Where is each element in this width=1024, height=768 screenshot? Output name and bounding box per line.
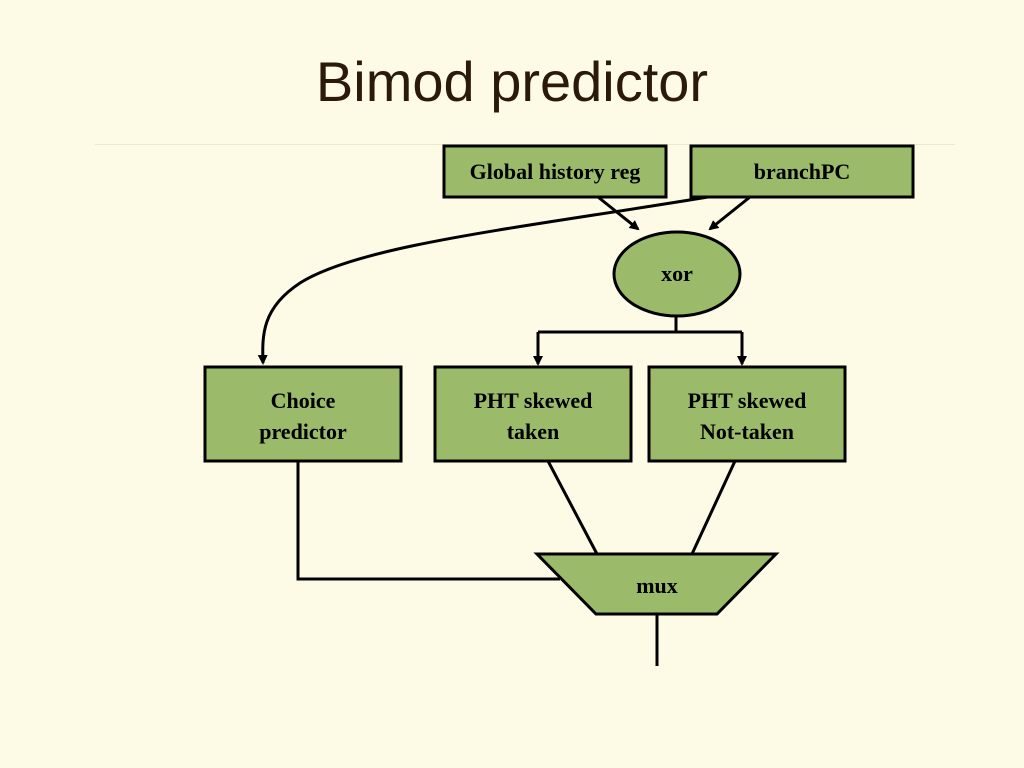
connections xyxy=(257,195,751,666)
choice-predictor-label-line1: Choice xyxy=(271,388,336,413)
choice-to-mux-select-wire xyxy=(296,461,560,581)
xor-node: xor xyxy=(612,230,742,318)
pht-not-taken-to-mux-wire xyxy=(690,460,737,555)
pht-skewed-taken-box: PHT skewed taken xyxy=(433,365,633,463)
slide-title: Bimod predictor xyxy=(315,50,709,113)
global-history-reg-box: Global history reg xyxy=(442,144,668,199)
pht-taken-label-line1: PHT skewed xyxy=(474,388,593,413)
global-history-reg-label: Global history reg xyxy=(470,159,641,184)
branch-pc-label: branchPC xyxy=(754,159,851,184)
pht-skewed-not-taken-box: PHT skewed Not-taken xyxy=(647,365,847,463)
choice-predictor-box: Choice predictor xyxy=(203,365,403,463)
pht-taken-label-line2: taken xyxy=(507,419,560,444)
pht-taken-to-mux-wire xyxy=(546,460,599,555)
branchpc-to-xor-arrow xyxy=(708,195,751,231)
pht-not-taken-label-line1: PHT skewed xyxy=(688,388,807,413)
branch-pc-box: branchPC xyxy=(689,144,915,199)
mux-label: mux xyxy=(636,573,678,598)
xor-label: xor xyxy=(661,261,693,286)
mux-node: mux xyxy=(533,552,780,616)
choice-predictor-label-line2: predictor xyxy=(259,419,347,444)
ghr-to-xor-arrow xyxy=(597,195,640,231)
pht-not-taken-label-line2: Not-taken xyxy=(700,419,794,444)
branchpc-to-choice-arrow xyxy=(257,195,709,365)
